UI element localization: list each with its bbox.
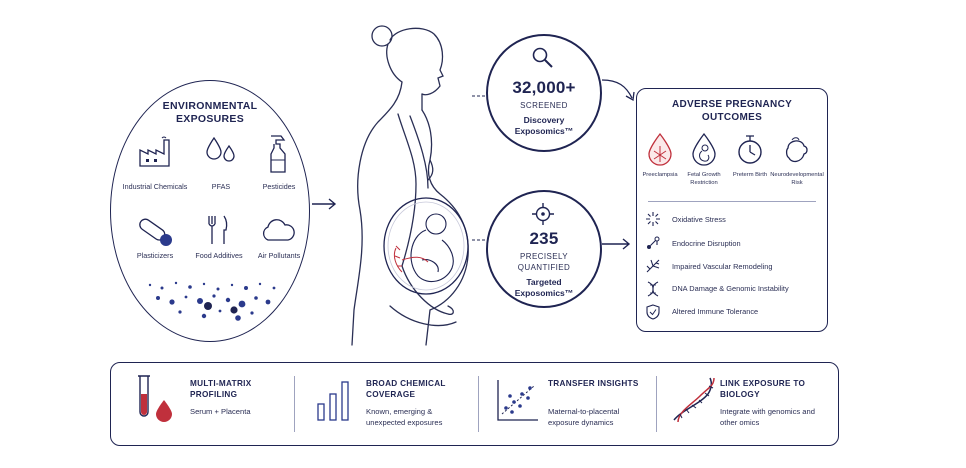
arrow-to-mother <box>312 198 337 210</box>
outcome-label: Preeclampsia <box>642 172 678 178</box>
feature-desc: Integrate with genomics and other omics <box>720 407 815 427</box>
arrow-to-outcomes <box>601 79 635 102</box>
adverse-outcomes-title: ADVERSE PREGNANCY OUTCOMES <box>671 99 793 123</box>
cloud-icon <box>262 219 295 241</box>
burst-icon <box>646 212 660 226</box>
feature-title: BROAD CHEMICAL COVERAGE <box>366 379 446 399</box>
targeted-count: 235 <box>529 229 559 248</box>
feature-divider <box>294 376 295 432</box>
environmental-exposures-title: ENVIRONMENTAL EXPOSURES <box>162 100 258 125</box>
droplets-icon <box>206 136 235 162</box>
adverse-divider <box>648 201 816 202</box>
outcome-label: Neurodevelopmental Risk <box>770 172 824 186</box>
factory-icon <box>139 136 170 167</box>
magnifier-icon <box>532 47 553 68</box>
adverse-outcomes-panel <box>636 88 828 332</box>
env-item-label: Pesticides <box>262 182 296 191</box>
pollutant-particles <box>148 281 276 321</box>
feature-desc: Maternal-to-placental exposure dynamics <box>548 407 620 427</box>
baby-head-icon <box>785 137 808 163</box>
fetus-drop-icon <box>692 132 716 166</box>
molecule-icon <box>647 236 660 249</box>
test-tube-drop-icon <box>138 375 172 422</box>
dna-icon <box>647 281 659 297</box>
targeted-name: Targeted Exposomics™ <box>514 277 574 298</box>
env-item-label: Air Pollutants <box>257 251 301 260</box>
mechanism-label: DNA Damage & Genomic Instability <box>672 284 789 293</box>
scatter-plot-icon <box>497 380 538 421</box>
mechanism-label: Impaired Vascular Remodeling <box>672 262 773 271</box>
crosshair-icon <box>532 203 554 225</box>
arrow-to-mechanisms <box>602 238 631 250</box>
dna-helix-icon <box>673 377 715 423</box>
targeted-sub: PRECISELY QUANTIFIED <box>517 252 571 272</box>
discovery-name: Discovery Exposomics™ <box>514 115 574 136</box>
outcome-label: Preterm Birth <box>732 172 768 178</box>
env-item-label: PFAS <box>211 182 231 191</box>
discovery-circle <box>486 34 602 152</box>
feature-divider <box>656 376 657 432</box>
connector-lines <box>472 95 488 241</box>
spray-bottle-icon <box>270 135 286 173</box>
features-panel <box>110 362 839 446</box>
feature-title: LINK EXPOSURE TO BIOLOGY <box>720 379 806 399</box>
feature-title: MULTI-MATRIX PROFILING <box>190 379 252 399</box>
stopwatch-icon <box>738 135 762 164</box>
mechanism-label: Endocrine Disruption <box>672 239 741 248</box>
environmental-exposures-oval <box>110 80 310 342</box>
bar-chart-icon <box>317 381 349 421</box>
env-item-label: Plasticizers <box>136 251 174 260</box>
feature-title: TRANSFER INSIGHTS <box>548 379 639 388</box>
blood-drop-icon <box>648 132 672 166</box>
outcome-label: Fetal Growth Restriction <box>687 172 721 186</box>
targeted-circle <box>486 190 602 308</box>
env-item-label: Industrial Chemicals <box>122 182 188 191</box>
fork-knife-icon <box>208 215 228 244</box>
capsule-icon <box>139 218 172 246</box>
mechanism-label: Oxidative Stress <box>672 215 726 224</box>
env-item-label: Food Additives <box>195 251 243 260</box>
mechanism-label: Altered Immune Tolerance <box>672 307 759 316</box>
discovery-count: 32,000+ <box>512 78 576 97</box>
discovery-sub: SCREENED <box>520 101 568 110</box>
feature-divider <box>478 376 479 432</box>
pregnant-mother-illustration <box>351 25 469 346</box>
shield-icon <box>646 304 660 320</box>
vessel-icon <box>646 259 660 273</box>
feature-desc: Known, emerging & unexpected exposures <box>366 407 443 427</box>
feature-desc: Serum + Placenta <box>190 407 251 416</box>
